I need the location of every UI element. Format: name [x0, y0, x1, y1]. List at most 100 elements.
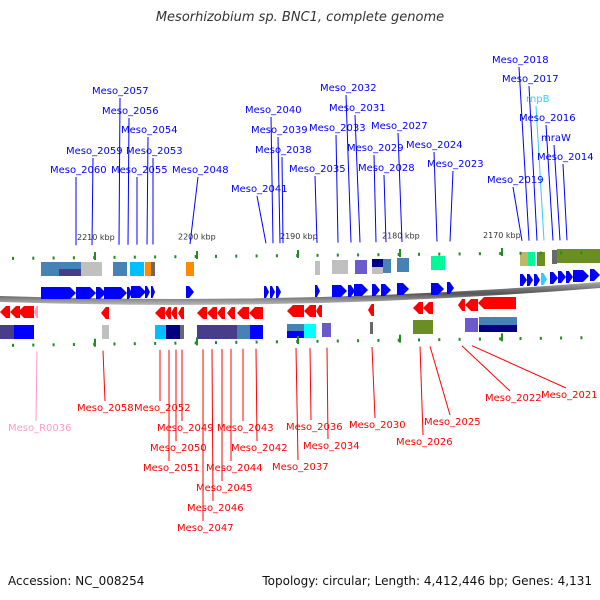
reverse-gene-arrow[interactable]	[287, 305, 304, 317]
gene-label-rnpb[interactable]: rnpB	[526, 94, 550, 105]
reverse-gene-arrow[interactable]	[458, 299, 465, 311]
forward-gene-arrow[interactable]	[41, 287, 76, 299]
reverse-gene-arrow[interactable]	[478, 297, 516, 309]
forward-gene-arrow[interactable]	[372, 284, 380, 296]
gene-label-meso_2035[interactable]: Meso_2035	[289, 164, 346, 175]
reverse-gene-arrow[interactable]	[18, 306, 34, 318]
gene-label-meso_2028[interactable]: Meso_2028	[358, 163, 415, 174]
reverse-gene-arrow[interactable]	[423, 302, 433, 314]
forward-gene-arrow[interactable]	[127, 287, 132, 299]
reverse-gene-arrow[interactable]	[34, 306, 38, 318]
forward-gene-arrow[interactable]	[566, 271, 573, 283]
forward-gene-arrow[interactable]	[270, 286, 275, 298]
reverse-gene-arrow[interactable]	[197, 307, 207, 319]
gene-label-meso_r0036[interactable]: Meso_R0036	[8, 423, 72, 434]
reverse-gene-arrow[interactable]	[217, 307, 225, 319]
reverse-gene-arrow[interactable]	[101, 307, 109, 319]
gene-label-meso_2034[interactable]: Meso_2034	[303, 441, 360, 452]
gene-label-meso_2029[interactable]: Meso_2029	[347, 143, 404, 154]
forward-gene-arrow[interactable]	[264, 286, 269, 298]
forward-gene-arrow[interactable]	[573, 270, 589, 282]
gene-label-meso_2022[interactable]: Meso_2022	[485, 393, 542, 404]
forward-gene-arrow[interactable]	[431, 283, 444, 295]
gene-label-meso_2036[interactable]: Meso_2036	[286, 422, 343, 433]
forward-gene-arrow[interactable]	[527, 274, 533, 286]
gene-label-meso_2026[interactable]: Meso_2026	[396, 437, 453, 448]
gene-label-meso_2059[interactable]: Meso_2059	[66, 146, 123, 157]
gene-label-meso_2056[interactable]: Meso_2056	[102, 106, 159, 117]
gene-label-meso_2042[interactable]: Meso_2042	[231, 443, 288, 454]
forward-gene-arrow[interactable]	[186, 286, 194, 298]
gene-label-meso_2033[interactable]: Meso_2033	[309, 123, 366, 134]
gene-label-meso_2037[interactable]: Meso_2037	[272, 462, 329, 473]
gene-label-meso_2040[interactable]: Meso_2040	[245, 105, 302, 116]
forward-gene-arrow[interactable]	[354, 284, 368, 296]
reverse-gene-arrow[interactable]	[155, 307, 165, 319]
forward-gene-arrow[interactable]	[96, 287, 106, 299]
gene-label-meso_2044[interactable]: Meso_2044	[206, 463, 263, 474]
gene-label-meso_2027[interactable]: Meso_2027	[371, 121, 428, 132]
gene-label-meso_2023[interactable]: Meso_2023	[427, 159, 484, 170]
gene-label-meso_2050[interactable]: Meso_2050	[150, 443, 207, 454]
forward-gene-arrow[interactable]	[315, 285, 320, 297]
forward-gene-arrow[interactable]	[348, 285, 355, 297]
gene-label-meso_2019[interactable]: Meso_2019	[487, 175, 544, 186]
forward-gene-arrow[interactable]	[550, 272, 558, 284]
gene-label-meso_2049[interactable]: Meso_2049	[157, 423, 214, 434]
reverse-gene-arrow[interactable]	[10, 306, 20, 318]
gene-label-meso_2055[interactable]: Meso_2055	[111, 165, 168, 176]
gene-label-meso_2051[interactable]: Meso_2051	[143, 463, 200, 474]
reverse-gene-arrow[interactable]	[304, 305, 316, 317]
gene-label-meso_2045[interactable]: Meso_2045	[196, 483, 253, 494]
forward-gene-arrow[interactable]	[113, 287, 127, 299]
forward-gene-arrow[interactable]	[590, 269, 600, 281]
forward-gene-arrow[interactable]	[76, 287, 96, 299]
reverse-gene-arrow[interactable]	[227, 307, 235, 319]
forward-gene-arrow[interactable]	[447, 282, 454, 294]
gene-label-meso_2017[interactable]: Meso_2017	[502, 74, 559, 85]
reverse-gene-arrow[interactable]	[165, 307, 171, 319]
gene-label-meso_2024[interactable]: Meso_2024	[406, 140, 463, 151]
gene-label-meso_2021[interactable]: Meso_2021	[541, 390, 598, 401]
gene-label-meso_2030[interactable]: Meso_2030	[349, 420, 406, 431]
gene-label-meso_2039[interactable]: Meso_2039	[251, 125, 308, 136]
gene-label-meso_2060[interactable]: Meso_2060	[50, 165, 107, 176]
forward-gene-arrow[interactable]	[558, 271, 566, 283]
reverse-gene-arrow[interactable]	[465, 299, 478, 311]
gene-label-meso_2014[interactable]: Meso_2014	[537, 152, 594, 163]
gene-label-meso_2052[interactable]: Meso_2052	[134, 403, 191, 414]
forward-gene-arrow[interactable]	[131, 286, 146, 298]
gene-label-meso_2018[interactable]: Meso_2018	[492, 55, 549, 66]
gene-label-meso_2043[interactable]: Meso_2043	[217, 423, 274, 434]
reverse-gene-arrow[interactable]	[0, 306, 10, 318]
gene-label-meso_2054[interactable]: Meso_2054	[121, 125, 178, 136]
reverse-gene-arrow[interactable]	[207, 307, 217, 319]
reverse-gene-arrow[interactable]	[368, 304, 374, 316]
forward-gene-arrow[interactable]	[332, 285, 347, 297]
forward-gene-arrow[interactable]	[381, 284, 391, 296]
forward-gene-arrow[interactable]	[541, 273, 547, 285]
gene-label-meso_2016[interactable]: Meso_2016	[519, 113, 576, 124]
forward-gene-arrow[interactable]	[276, 286, 281, 298]
reverse-gene-arrow[interactable]	[171, 307, 177, 319]
reverse-gene-arrow[interactable]	[237, 307, 249, 319]
gene-label-meso_2058[interactable]: Meso_2058	[77, 403, 134, 414]
gene-label-meso_2041[interactable]: Meso_2041	[231, 184, 288, 195]
gene-label-mraw[interactable]: mraW	[541, 133, 571, 144]
gene-label-meso_2038[interactable]: Meso_2038	[255, 145, 312, 156]
gene-label-meso_2031[interactable]: Meso_2031	[329, 103, 386, 114]
gene-label-meso_2048[interactable]: Meso_2048	[172, 165, 229, 176]
gene-label-meso_2047[interactable]: Meso_2047	[177, 523, 234, 534]
gene-label-meso_2057[interactable]: Meso_2057	[92, 86, 149, 97]
forward-gene-arrow[interactable]	[145, 286, 150, 298]
forward-gene-arrow[interactable]	[520, 274, 527, 286]
gene-label-meso_2025[interactable]: Meso_2025	[424, 417, 481, 428]
reverse-gene-arrow[interactable]	[316, 305, 322, 317]
forward-gene-arrow[interactable]	[534, 274, 540, 286]
reverse-gene-arrow[interactable]	[249, 307, 263, 319]
reverse-gene-arrow[interactable]	[413, 302, 423, 314]
forward-gene-arrow[interactable]	[151, 286, 155, 298]
reverse-gene-arrow[interactable]	[178, 307, 184, 319]
gene-label-meso_2046[interactable]: Meso_2046	[187, 503, 244, 514]
gene-label-meso_2032[interactable]: Meso_2032	[320, 83, 377, 94]
